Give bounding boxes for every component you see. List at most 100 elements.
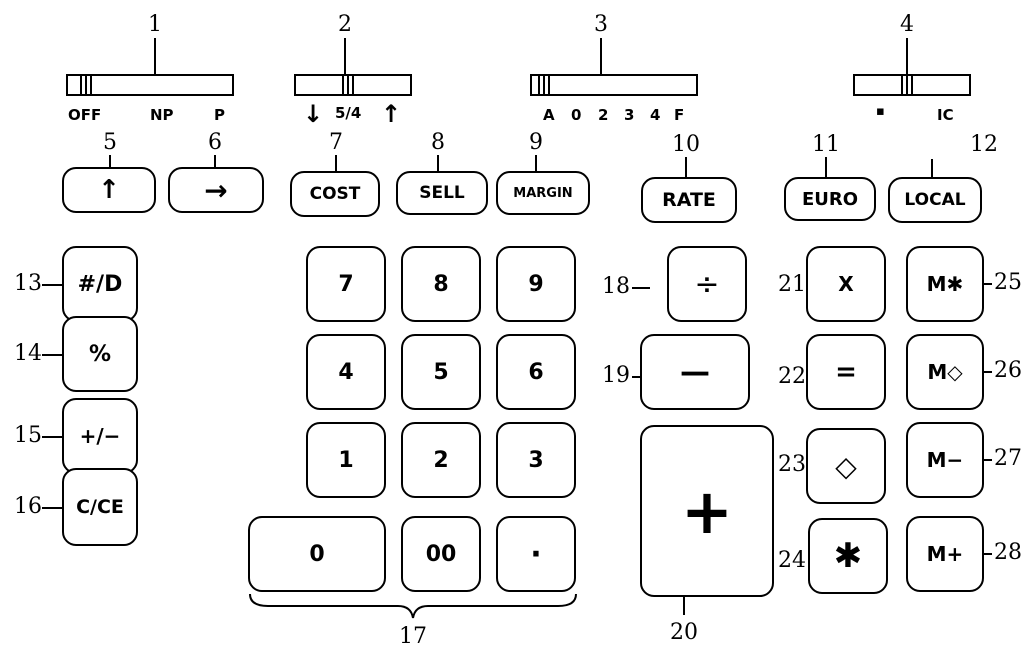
digit-2-button[interactable]: 2 — [401, 422, 481, 498]
percent-button[interactable]: % — [62, 316, 138, 392]
decimal-label-a: A — [543, 106, 555, 124]
callout-5: 5 — [103, 130, 117, 155]
euro-button[interactable]: EURO — [784, 177, 876, 221]
callout-22: 22 — [778, 364, 806, 389]
divide-button[interactable]: ÷ — [667, 246, 747, 322]
round-down-icon: ↓ — [303, 100, 324, 128]
clear-button[interactable]: C/CE — [62, 468, 138, 546]
digit-9-button[interactable]: 9 — [496, 246, 576, 322]
decimal-switch[interactable] — [530, 74, 698, 96]
decimal-label-2: 2 — [598, 106, 609, 124]
leader-7 — [335, 155, 337, 171]
leader-1 — [154, 38, 156, 74]
leader-6 — [214, 155, 216, 167]
leader-8 — [437, 155, 439, 171]
total-button[interactable]: ✱ — [808, 518, 888, 594]
digit-1-button[interactable]: 1 — [306, 422, 386, 498]
callout-4: 4 — [900, 12, 914, 37]
margin-button[interactable]: MARGIN — [496, 171, 590, 215]
mode-switch-knob[interactable] — [80, 76, 92, 94]
callout-21: 21 — [778, 272, 806, 297]
leader-2 — [344, 38, 346, 74]
memory-plus-button[interactable]: M+ — [906, 516, 984, 592]
memory-minus-button[interactable]: M− — [906, 422, 984, 498]
callout-23: 23 — [778, 452, 806, 477]
callout-13: 13 — [14, 271, 42, 296]
leader-11 — [825, 157, 827, 177]
paper-feed-right-button[interactable]: → — [168, 167, 264, 213]
decimal-label-0: 0 — [571, 106, 582, 124]
leader-16 — [42, 507, 62, 509]
callout-17: 17 — [399, 624, 427, 649]
mode-switch-label-p: P — [214, 106, 225, 124]
callout-24: 24 — [778, 548, 806, 573]
digit-0-button[interactable]: 0 — [248, 516, 386, 592]
callout-6: 6 — [208, 130, 222, 155]
leader-26 — [984, 371, 992, 373]
subtract-button[interactable]: — — [640, 334, 750, 410]
leader-15 — [42, 436, 62, 438]
multiply-button[interactable]: X — [806, 246, 886, 322]
leader-27 — [984, 459, 992, 461]
rounding-switch-knob[interactable] — [342, 76, 354, 94]
equals-button[interactable]: = — [806, 334, 886, 410]
decimal-point-button[interactable]: · — [496, 516, 576, 592]
leader-19 — [632, 376, 640, 378]
digit-7-button[interactable]: 7 — [306, 246, 386, 322]
item-count-switch[interactable] — [853, 74, 971, 96]
rounding-switch-label-54: 5/4 — [335, 104, 362, 122]
callout-2: 2 — [338, 12, 352, 37]
rounding-switch[interactable] — [294, 74, 412, 96]
callout-26: 26 — [994, 358, 1022, 383]
leader-10 — [685, 157, 687, 177]
memory-subtotal-button[interactable]: M◇ — [906, 334, 984, 410]
item-count-switch-knob[interactable] — [901, 76, 913, 94]
callout-14: 14 — [14, 341, 42, 366]
memory-total-button[interactable]: M✱ — [906, 246, 984, 322]
paper-feed-up-button[interactable]: ↑ — [62, 167, 156, 213]
callout-25: 25 — [994, 270, 1022, 295]
sell-button[interactable]: SELL — [396, 171, 488, 215]
callout-10: 10 — [672, 132, 700, 157]
item-count-off-icon: ▪ — [876, 104, 885, 119]
decimal-label-4: 4 — [650, 106, 661, 124]
item-count-date-button[interactable]: #/D — [62, 246, 138, 322]
digit-6-button[interactable]: 6 — [496, 334, 576, 410]
leader-5 — [109, 155, 111, 167]
callout-3: 3 — [594, 12, 608, 37]
leader-18 — [632, 287, 650, 289]
item-count-label-ic: IC — [937, 106, 954, 124]
callout-9: 9 — [529, 130, 543, 155]
add-button[interactable]: + — [640, 425, 774, 597]
digit-5-button[interactable]: 5 — [401, 334, 481, 410]
rate-button[interactable]: RATE — [641, 177, 737, 223]
digit-3-button[interactable]: 3 — [496, 422, 576, 498]
decimal-label-3: 3 — [624, 106, 635, 124]
decimal-label-f: F — [674, 106, 685, 124]
mode-switch[interactable] — [66, 74, 234, 96]
callout-18: 18 — [602, 274, 630, 299]
round-up-icon: ↑ — [381, 100, 402, 128]
sign-change-button[interactable]: +/− — [62, 398, 138, 474]
callout-12: 12 — [970, 132, 998, 157]
subtotal-button[interactable]: ◇ — [806, 428, 886, 504]
callout-20: 20 — [670, 620, 698, 645]
digit-4-button[interactable]: 4 — [306, 334, 386, 410]
double-zero-button[interactable]: 00 — [401, 516, 481, 592]
cost-button[interactable]: COST — [290, 171, 380, 217]
callout-19: 19 — [602, 363, 630, 388]
mode-switch-label-off: OFF — [68, 106, 102, 124]
leader-3 — [600, 38, 602, 74]
decimal-switch-knob[interactable] — [538, 76, 550, 94]
callout-8: 8 — [431, 130, 445, 155]
digit-8-button[interactable]: 8 — [401, 246, 481, 322]
local-button[interactable]: LOCAL — [888, 177, 982, 223]
digit-group-brace — [249, 593, 577, 619]
leader-28 — [984, 553, 992, 555]
leader-13 — [42, 284, 62, 286]
leader-9 — [535, 155, 537, 171]
callout-16: 16 — [14, 494, 42, 519]
mode-switch-label-np: NP — [150, 106, 174, 124]
